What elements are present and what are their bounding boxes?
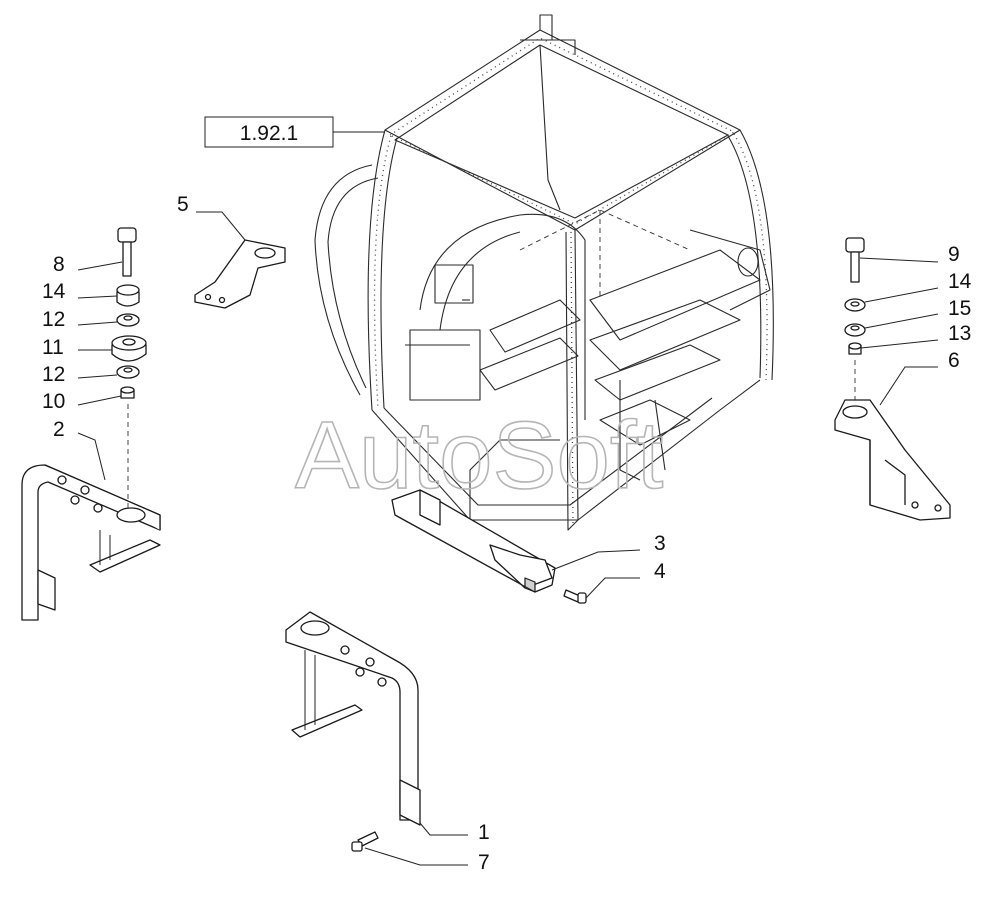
washer-part-15 xyxy=(844,323,866,337)
callout-13: 13 xyxy=(948,322,971,345)
washer-part-12-upper xyxy=(116,313,140,327)
callout-1: 1 xyxy=(478,821,490,844)
callout-5: 5 xyxy=(177,193,189,216)
callout-9: 9 xyxy=(948,243,960,266)
callout-14-right: 14 xyxy=(948,270,972,293)
callout-15: 15 xyxy=(948,297,971,320)
bolt-part-8 xyxy=(117,227,137,277)
callout-4: 4 xyxy=(654,560,666,583)
nut-part-13 xyxy=(848,342,862,355)
bolt-part-9 xyxy=(845,237,865,283)
washer-part-14-right xyxy=(844,298,866,312)
rail-beam-part-3 xyxy=(391,489,556,593)
callout-3: 3 xyxy=(654,532,666,555)
bolt-part-4 xyxy=(563,589,587,604)
bracket-part-5 xyxy=(194,239,286,309)
callout-labels: 8 14 12 11 12 10 2 5 9 14 15 13 6 3 4 1 … xyxy=(42,193,972,874)
bolt-part-7 xyxy=(351,831,379,852)
callout-12-upper: 12 xyxy=(42,308,65,331)
mount-pad-part-14-left xyxy=(116,284,140,307)
reference-box: 1.92.1 xyxy=(204,116,385,148)
callout-7: 7 xyxy=(478,851,490,874)
nut-part-10 xyxy=(120,386,135,399)
callout-6: 6 xyxy=(948,349,960,372)
support-bracket-part-2 xyxy=(21,464,161,621)
callout-14-left: 14 xyxy=(42,280,66,303)
washer-part-12-lower xyxy=(116,365,140,379)
callout-8: 8 xyxy=(53,253,65,276)
leader-lines xyxy=(77,211,939,866)
cab-frame xyxy=(314,14,774,531)
watermark-text: AutoSoft xyxy=(295,402,663,509)
rubber-mount-part-11 xyxy=(111,335,147,362)
reference-label: 1.92.1 xyxy=(240,122,298,145)
support-bracket-part-6 xyxy=(834,399,951,521)
callout-2: 2 xyxy=(53,418,65,441)
callout-11: 11 xyxy=(42,336,64,359)
callout-10: 10 xyxy=(42,390,65,413)
callout-12-lower: 12 xyxy=(42,363,65,386)
support-bracket-part-1 xyxy=(285,611,421,826)
